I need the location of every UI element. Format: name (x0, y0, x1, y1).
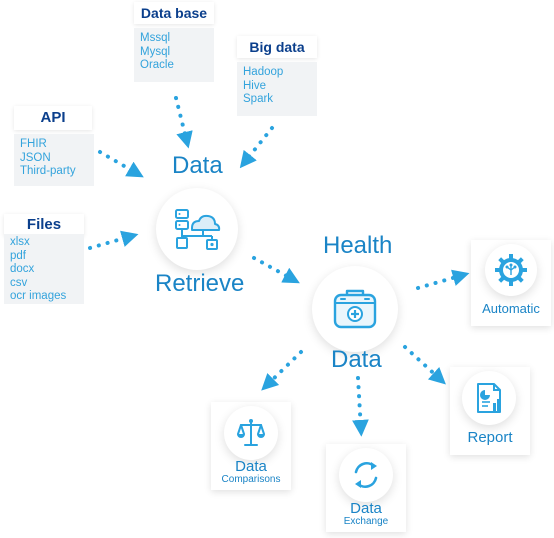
report-icon-circle (462, 371, 516, 425)
api-list: FHIR JSON Third-party (14, 134, 94, 186)
exchange-icon-circle (339, 448, 393, 502)
comparisons-card: Data Comparisons (211, 402, 291, 490)
list-item: Hive (243, 79, 267, 92)
arrow-files-to-retrieve (88, 230, 139, 250)
report-card: Report (450, 367, 530, 455)
retrieve-label-bottom: Retrieve (155, 270, 245, 297)
list-item: ocr images (10, 290, 67, 302)
list-item: Oracle (140, 59, 174, 71)
list-item: csv (10, 276, 28, 289)
exchange-sublabel: Exchange (343, 516, 389, 527)
files-title: Files (4, 214, 84, 236)
list-item: Hadoop (243, 66, 284, 78)
balance-scale-icon (237, 419, 265, 446)
gear-network-icon (495, 254, 527, 286)
comparisons-label: Data (235, 458, 267, 475)
report-label: Report (467, 429, 513, 446)
server-network-icon (175, 209, 221, 250)
report-chart-icon (477, 383, 501, 413)
bigdata-list: Hadoop Hive Spark (237, 62, 317, 116)
retrieve-label-top: Data (172, 152, 223, 179)
list-item: Mssql (140, 32, 171, 44)
arrow-api-to-retrieve (98, 150, 144, 178)
arrow-health-to-report (403, 345, 446, 385)
health-label-bottom: Data (331, 346, 382, 373)
arrow-health-to-automatic (416, 269, 470, 290)
list-item: Mysql (140, 45, 171, 58)
arrow-database-to-retrieve (174, 96, 193, 149)
arrow-health-to-comparisons (261, 350, 303, 391)
exchange-label: Data (350, 500, 382, 517)
comparisons-sublabel: Comparisons (221, 474, 281, 485)
automatic-card: Automatic (471, 240, 551, 326)
database-list: Mssql Mysql Oracle (134, 28, 214, 82)
files-list: xlsx pdf docx csv ocr images (4, 234, 84, 304)
list-item: pdf (10, 249, 26, 262)
api-title: API (14, 106, 92, 130)
list-item: Spark (243, 93, 274, 105)
medical-kit-icon (333, 289, 377, 329)
health-label-top: Health (323, 232, 393, 259)
automatic-label: Automatic (482, 301, 540, 316)
arrow-bigdata-to-retrieve (239, 126, 274, 169)
retrieve-hub (156, 188, 238, 270)
automatic-icon-circle (485, 244, 537, 296)
sync-icon (354, 461, 378, 489)
list-item: xlsx (10, 236, 30, 248)
arrow-retrieve-to-health (252, 256, 300, 284)
list-item: FHIR (20, 138, 47, 150)
bigdata-title: Big data (237, 36, 317, 58)
health-hub (312, 266, 398, 352)
arrow-health-to-exchange (352, 376, 369, 437)
comparisons-icon-circle (224, 406, 278, 460)
list-item: JSON (20, 151, 51, 164)
list-item: docx (10, 263, 35, 275)
database-title: Data base (134, 2, 214, 24)
list-item: Third-party (20, 165, 76, 177)
exchange-card: Data Exchange (326, 444, 406, 532)
